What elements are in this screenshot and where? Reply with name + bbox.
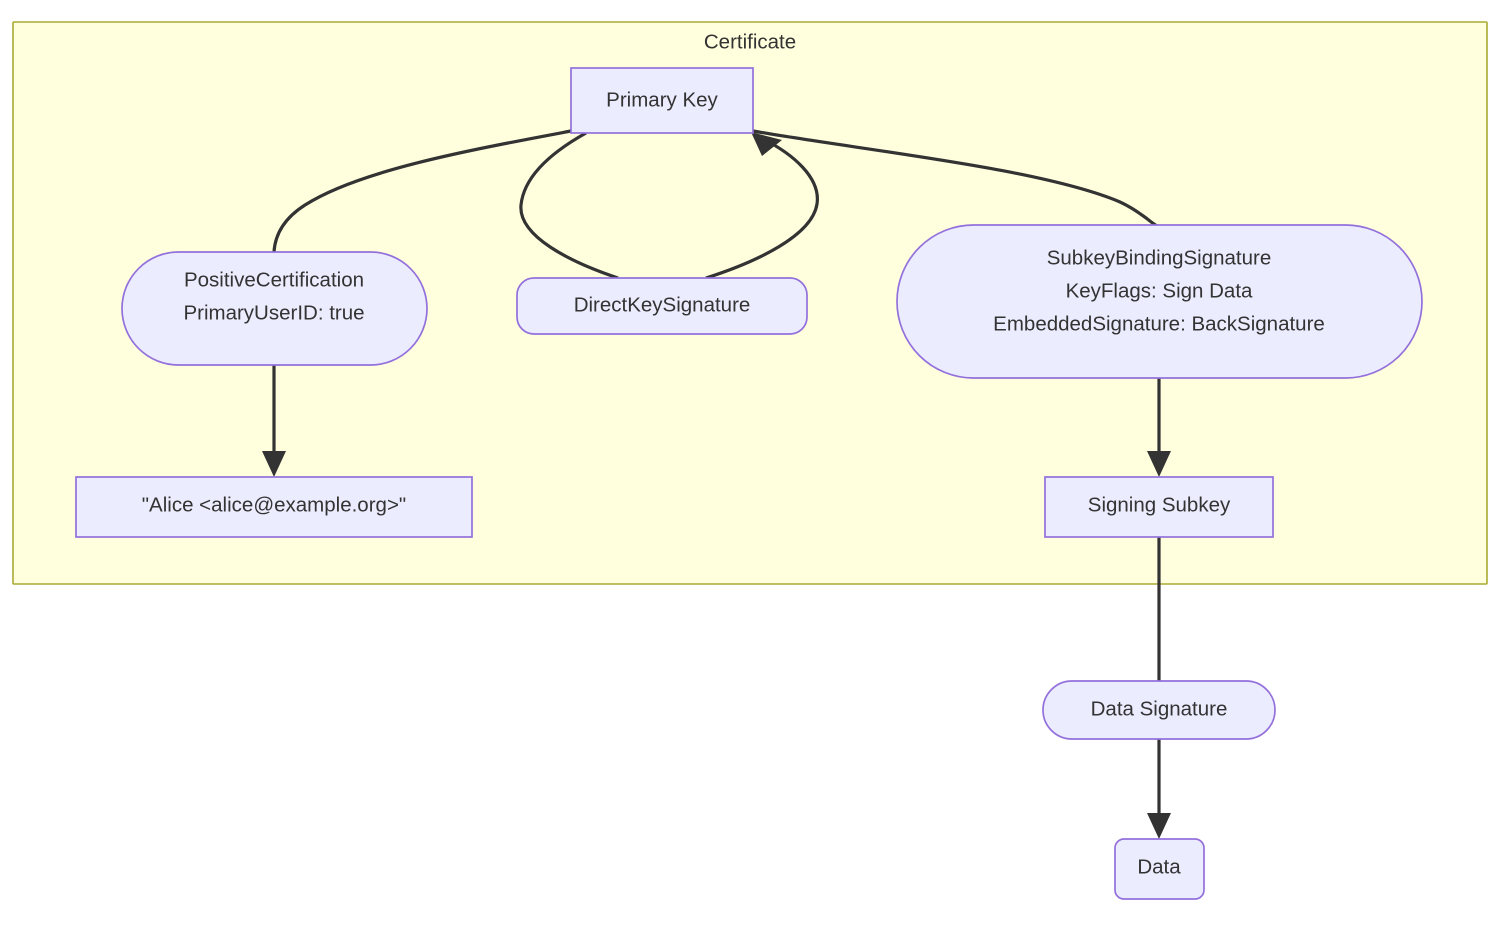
edge-primary-key-to-subkey-binding-signature xyxy=(752,129,1159,228)
node-primary-key-shape[interactable] xyxy=(570,67,754,134)
node-direct-key-signature-label: DirectKeySignature xyxy=(574,293,751,316)
edge-arrow-to-data xyxy=(1147,813,1171,839)
edge-primary-key-to-direct-key-signature xyxy=(519,131,619,280)
node-data-signature-label: Data Signature xyxy=(1091,697,1228,720)
node-data-label: Data xyxy=(1137,855,1181,878)
node-signing-subkey-shape[interactable] xyxy=(1044,476,1274,538)
node-positive-certification-label-line2: PrimaryUserID: true xyxy=(183,301,364,324)
edge-layer xyxy=(262,129,1171,839)
node-subkey-binding-signature-label-line3: EmbeddedSignature: BackSignature xyxy=(993,312,1325,335)
node-user-id-shape[interactable] xyxy=(75,476,473,538)
node-primary-key-label: Primary Key xyxy=(606,88,718,111)
node-positive-certification[interactable]: PositiveCertification PrimaryUserID: tru… xyxy=(121,251,428,366)
node-positive-certification-shape[interactable] xyxy=(121,251,428,366)
edge-arrow-to-primary-key xyxy=(751,132,782,156)
node-data-shape[interactable] xyxy=(1114,838,1205,900)
node-subkey-binding-signature-label-line2: KeyFlags: Sign Data xyxy=(1066,279,1253,302)
edge-arrow-to-signing-subkey xyxy=(1147,451,1171,477)
node-primary-key[interactable]: Primary Key xyxy=(570,67,754,134)
node-signing-subkey[interactable]: Signing Subkey xyxy=(1044,476,1274,538)
node-direct-key-signature-shape[interactable] xyxy=(516,277,808,335)
node-data[interactable]: Data xyxy=(1114,838,1205,900)
edge-arrow-to-user-id xyxy=(262,451,286,477)
node-user-id[interactable]: "Alice <alice@example.org>" xyxy=(75,476,473,538)
node-data-signature[interactable]: Data Signature xyxy=(1042,680,1276,740)
node-subkey-binding-signature[interactable]: SubkeyBindingSignature KeyFlags: Sign Da… xyxy=(896,224,1423,379)
node-signing-subkey-label: Signing Subkey xyxy=(1088,493,1231,516)
edge-direct-key-signature-to-primary-key xyxy=(705,137,819,280)
node-subkey-binding-signature-shape[interactable] xyxy=(896,224,1423,379)
node-direct-key-signature[interactable]: DirectKeySignature xyxy=(516,277,808,335)
node-positive-certification-label-line1: PositiveCertification xyxy=(184,268,364,291)
node-subkey-binding-signature-label-line1: SubkeyBindingSignature xyxy=(1047,246,1272,269)
edge-primary-key-to-positive-certification xyxy=(272,129,572,253)
node-data-signature-shape[interactable] xyxy=(1042,680,1276,740)
cluster-certificate-title: Certificate xyxy=(704,30,796,53)
node-user-id-label: "Alice <alice@example.org>" xyxy=(142,493,406,516)
